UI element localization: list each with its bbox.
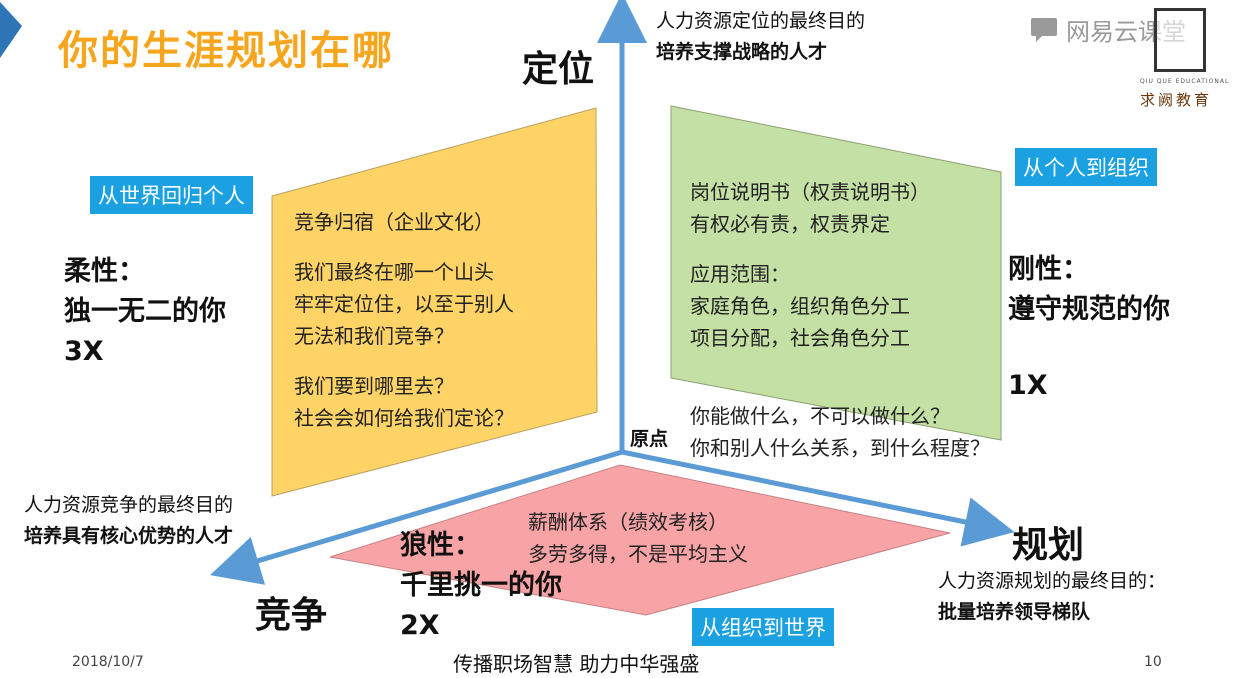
pink-panel-text: 薪酬体系（绩效考核） 多劳多得，不是平均主义 xyxy=(528,506,748,570)
page-title: 你的生涯规划在哪 xyxy=(58,28,394,74)
slide-tab-marker xyxy=(0,2,22,58)
pink-line: 多劳多得，不是平均主义 xyxy=(528,542,748,566)
qiuque-caption: QIU QUE EDUCATIONAL xyxy=(1140,78,1230,85)
netease-chat-icon xyxy=(1031,17,1057,42)
badge-org-to-world: 从组织到世界 xyxy=(692,608,834,646)
axis-label-left: 竞争 xyxy=(255,595,328,636)
axis-note-left: 人力资源竞争的最终目的 培养具有核心优势的人才 xyxy=(24,490,233,552)
trait-soft-multiplier: 3X xyxy=(64,336,104,367)
footer-page-number: 10 xyxy=(1144,654,1162,670)
yellow-line: 无法和我们竞争？ xyxy=(294,324,454,348)
green-line: 有权必有责，权责界定 xyxy=(690,212,890,236)
green-spacer xyxy=(690,240,930,258)
origin-label: 原点 xyxy=(630,428,669,450)
axis-note-right: 人力资源规划的最终目的： 批量培养领导梯队 xyxy=(938,566,1166,628)
yellow-spacer xyxy=(294,352,514,370)
axis-label-right: 规划 xyxy=(1012,525,1085,566)
trait-rigid-desc: 遵守规范的你 xyxy=(1008,294,1170,325)
trait-wolf-title: 狼性： xyxy=(400,530,481,561)
badge-person-to-org: 从个人到组织 xyxy=(1015,148,1157,186)
axis-note-up-line2: 培养支撑战略的人才 xyxy=(656,41,828,63)
green-panel-text: 岗位说明书（权责说明书） 有权必有责，权责界定 应用范围： 家庭角色，组织角色分… xyxy=(690,176,930,354)
yellow-panel-text: 竞争归宿（企业文化） 我们最终在哪一个山头 牢牢定位住，以至于别人 无法和我们竞… xyxy=(294,206,514,434)
yellow-line: 社会会如何给我们定论？ xyxy=(294,406,514,430)
trait-rigid-spacer xyxy=(1008,330,1170,366)
axis-left-arrow xyxy=(210,449,623,585)
axis-note-up: 人力资源定位的最终目的 培养支撑战略的人才 xyxy=(656,6,865,68)
green-extra-text: 你能做什么，不可以做什么？ 你和别人什么关系，到什么程度？ xyxy=(690,400,990,464)
footer-date: 2018/10/7 xyxy=(72,654,144,670)
green-panel-shape xyxy=(670,105,1002,441)
pink-panel-shape xyxy=(329,464,951,616)
trait-wolf: 狼性： 千里挑一的你 2X xyxy=(400,526,562,646)
trait-rigid-multiplier: 1X xyxy=(1008,370,1048,401)
yellow-spacer xyxy=(294,238,514,256)
green-line: 应用范围： xyxy=(690,262,790,286)
qiuque-logo: QIU QUE EDUCATIONAL 求阙教育 xyxy=(1140,8,1229,110)
trait-soft: 柔性： 独一无二的你 3X xyxy=(64,252,226,372)
axis-note-right-line1: 人力资源规划的最终目的： xyxy=(938,570,1167,592)
badge-world-to-person: 从世界回归个人 xyxy=(90,176,253,214)
green-extra-line: 你和别人什么关系，到什么程度？ xyxy=(690,436,990,460)
green-line: 项目分配，社会角色分工 xyxy=(690,326,910,350)
yellow-panel-shape xyxy=(271,107,598,497)
green-extra-line: 你能做什么，不可以做什么？ xyxy=(690,404,950,428)
trait-rigid-title: 刚性： xyxy=(1008,254,1089,285)
trait-wolf-multiplier: 2X xyxy=(400,610,440,641)
pink-line: 薪酬体系（绩效考核） xyxy=(528,510,728,534)
trait-soft-title: 柔性： xyxy=(64,256,145,287)
yellow-line: 竞争归宿（企业文化） xyxy=(294,210,494,234)
yellow-line: 牢牢定位住，以至于别人 xyxy=(294,292,514,316)
yellow-line: 我们最终在哪一个山头 xyxy=(294,260,494,284)
axis-note-left-line2: 培养具有核心优势的人才 xyxy=(24,525,234,547)
trait-soft-desc: 独一无二的你 xyxy=(64,296,226,327)
axis-note-right-line2: 批量培养领导梯队 xyxy=(938,601,1091,623)
yellow-line: 我们要到哪里去？ xyxy=(294,374,454,398)
axis-note-up-line1: 人力资源定位的最终目的 xyxy=(656,10,866,32)
green-line: 岗位说明书（权责说明书） xyxy=(690,180,930,204)
trait-wolf-desc: 千里挑一的你 xyxy=(400,570,562,601)
axis-right-arrow xyxy=(621,449,1015,547)
axis-label-up: 定位 xyxy=(522,49,595,90)
footer-slogan: 传播职场智慧 助力中华强盛 xyxy=(453,652,700,676)
trait-rigid: 刚性： 遵守规范的你 1X xyxy=(1008,250,1170,406)
green-line: 家庭角色，组织角色分工 xyxy=(690,294,910,318)
qiuque-name: 求阙教育 xyxy=(1140,91,1213,109)
qiuque-logo-mark xyxy=(1154,8,1206,72)
axis-note-left-line1: 人力资源竞争的最终目的 xyxy=(24,494,234,516)
